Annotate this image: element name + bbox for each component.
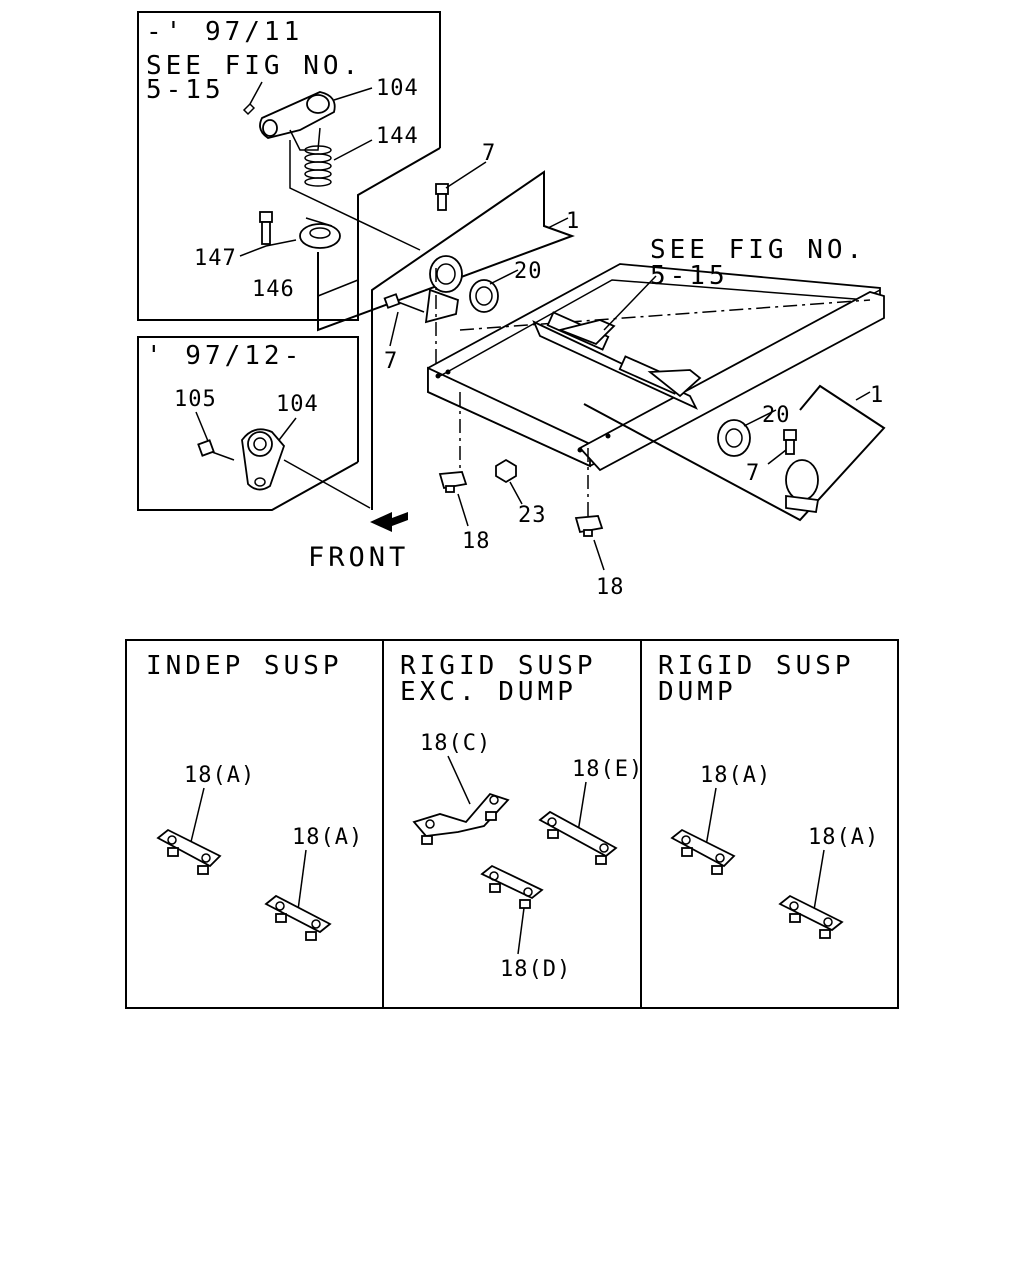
bolt-7-left bbox=[383, 293, 425, 313]
spring-seat-part bbox=[299, 217, 341, 249]
variant-indep-title: INDEP SUSP bbox=[146, 651, 343, 681]
label-1-right: 1 bbox=[870, 383, 884, 408]
inset-late-date: ' 97/12- bbox=[146, 341, 303, 371]
variant-dump-title: RIGID SUSP bbox=[658, 651, 855, 681]
bolt-147-part bbox=[259, 211, 273, 245]
label-105: 105 bbox=[174, 387, 217, 412]
label-7-left: 7 bbox=[384, 349, 398, 374]
plate-18d bbox=[480, 864, 544, 909]
label-7-right: 7 bbox=[746, 461, 760, 486]
variant-indep-susp: INDEP SUSP 18(A) 18(A) bbox=[146, 651, 363, 941]
variant-indep-label-1: 18(A) bbox=[184, 763, 255, 788]
main-assembly: FRONT SEE FIG NO. 5-15 bbox=[308, 141, 886, 600]
variant-dump-label-2: 18(A) bbox=[808, 825, 879, 850]
coil-spring-part bbox=[304, 145, 332, 187]
plate-18a-3 bbox=[670, 828, 736, 875]
variant-table-frame bbox=[125, 639, 899, 1009]
main-see-fig: SEE FIG NO. bbox=[650, 235, 866, 265]
inset-early-model: -' 97/11 SEE FIG NO. 5-15 104 144 bbox=[137, 11, 441, 321]
inset-early-frame bbox=[137, 11, 441, 321]
callout-outline-right bbox=[583, 384, 886, 522]
variant-rigid-subtitle: EXC. DUMP bbox=[400, 677, 577, 707]
front-arrow-icon bbox=[370, 512, 408, 532]
mount-bracket-left bbox=[424, 183, 463, 324]
label-104-top: 104 bbox=[376, 76, 419, 101]
label-23: 23 bbox=[518, 503, 547, 528]
label-144: 144 bbox=[376, 124, 419, 149]
bushing-right bbox=[717, 419, 751, 457]
bolt-105-part bbox=[197, 439, 235, 461]
label-18-right: 18 bbox=[596, 575, 625, 600]
inset-late-frame bbox=[137, 336, 359, 511]
mount-bracket-right bbox=[783, 429, 820, 514]
bushing-left bbox=[469, 279, 499, 313]
plate-18a-2 bbox=[264, 894, 332, 941]
variant-table: INDEP SUSP 18(A) 18(A) RIGID SUSP bbox=[125, 639, 899, 1009]
label-147: 147 bbox=[194, 246, 237, 271]
cross-member-part bbox=[427, 263, 885, 472]
callout-outline-left bbox=[317, 170, 575, 510]
inset-late-model: ' 97/12- 105 104 bbox=[137, 336, 371, 511]
label-7-top: 7 bbox=[482, 141, 496, 166]
plate-18c bbox=[412, 792, 510, 845]
main-see-fig-num: 5-15 bbox=[650, 261, 729, 291]
inset-early-see-fig-num: 5-15 bbox=[146, 75, 225, 105]
shaft-part bbox=[532, 311, 702, 410]
label-20-left: 20 bbox=[514, 259, 543, 284]
front-label: FRONT bbox=[308, 542, 409, 573]
label-146: 146 bbox=[252, 277, 295, 302]
variant-rigid-title: RIGID SUSP bbox=[400, 651, 597, 681]
plate-18-right bbox=[574, 515, 604, 537]
label-20-right: 20 bbox=[762, 403, 791, 428]
inset-early-see-fig: SEE FIG NO. bbox=[146, 51, 362, 81]
variant-rigid-label-e: 18(E) bbox=[572, 757, 643, 782]
plate-18e bbox=[538, 810, 618, 865]
label-18-left: 18 bbox=[462, 529, 491, 554]
inset-early-date: -' 97/11 bbox=[146, 17, 303, 47]
cotter-pin bbox=[242, 81, 263, 116]
nut-23 bbox=[495, 458, 517, 484]
plate-18-left bbox=[438, 471, 468, 493]
plate-18a-4 bbox=[778, 894, 844, 939]
label-104-bottom: 104 bbox=[276, 392, 319, 417]
variant-rigid-exc-dump: RIGID SUSP EXC. DUMP 18(C) 18(E) bbox=[400, 651, 643, 982]
variant-rigid-dump: RIGID SUSP DUMP 18(A) 18(A) bbox=[658, 651, 879, 939]
variant-rigid-label-d: 18(D) bbox=[500, 957, 571, 982]
plate-18a-1 bbox=[156, 828, 222, 875]
variant-rigid-label-c: 18(C) bbox=[420, 731, 491, 756]
label-1-top: 1 bbox=[566, 209, 580, 234]
bracket-104-part bbox=[241, 428, 286, 491]
variant-dump-label-1: 18(A) bbox=[700, 763, 771, 788]
bracket-arm-part bbox=[259, 91, 336, 151]
variant-dump-subtitle: DUMP bbox=[658, 677, 737, 707]
variant-indep-label-2: 18(A) bbox=[292, 825, 363, 850]
